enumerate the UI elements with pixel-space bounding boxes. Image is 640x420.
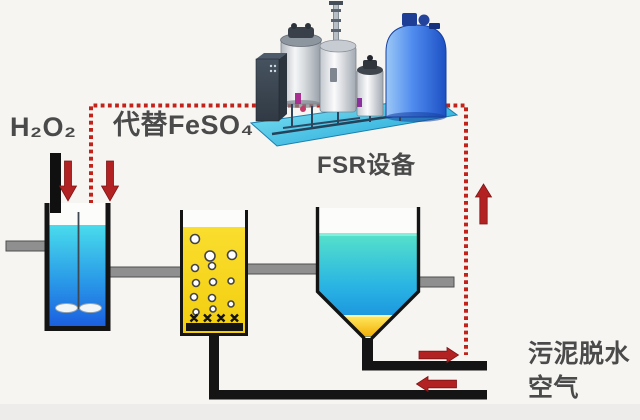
mixing-tank [44,153,111,331]
return-line-up-arrow-icon [474,183,493,225]
flow-arrows [58,160,493,393]
clarifier-tank [315,207,421,340]
clarifier-wall-right [370,207,421,340]
stirrer-paddle-left [55,303,78,313]
steel-tank-b [319,1,357,113]
clarifier-water [319,233,417,337]
blue-vessel [385,13,447,122]
mixing-tank-walls [44,203,111,331]
h2o2-feed-pipe [50,153,61,213]
stirrer-paddle-right [79,303,102,313]
dosing-line-path [89,103,468,355]
air-in-left-arrow-icon [415,375,457,393]
transfer-pipe-1 [106,266,183,278]
sludge-out-pipe [362,361,487,371]
label-replace-feso4: 代替FeSO₄ [113,110,254,140]
h2o2-feed-arrow-icon [58,160,78,202]
label-air: 空气 [528,374,580,402]
platform-pipe-2 [282,117,361,129]
air-supply-pipe [209,390,487,400]
valve-purple [357,98,362,107]
diffuser-nozzles [189,313,239,323]
effluent-pipe [417,276,455,288]
valve-magenta [295,93,301,104]
steel-tank-c [356,55,384,117]
aeration-air-downpipe [209,331,219,399]
dashed-dosing-line [89,103,468,355]
sludge-cone [341,316,395,337]
label-h2o2: H₂O₂ [10,112,77,142]
transfer-pipe-2 [246,263,320,275]
clarifier-wall-left [315,207,366,340]
water-surface-highlight [319,233,417,236]
dosing-feed-arrow-icon [100,160,120,202]
air-diffuser-bar [186,323,243,331]
clarifier-sludge-downpipe [362,337,373,370]
label-sludge-dewatering: 污泥脱水 [528,340,631,368]
bottom-band [0,404,640,420]
equipment-piping [291,93,401,128]
fsr-equipment-illustration [249,1,459,147]
label-fsr-equipment: FSR设备 [317,152,416,179]
sludge-out-right-arrow-icon [418,346,460,364]
aeration-tank [180,210,248,336]
aeration-tank-walls [180,210,248,336]
influent-pipe [5,240,47,252]
control-cabinet [255,53,287,122]
black-pipes [209,331,487,400]
